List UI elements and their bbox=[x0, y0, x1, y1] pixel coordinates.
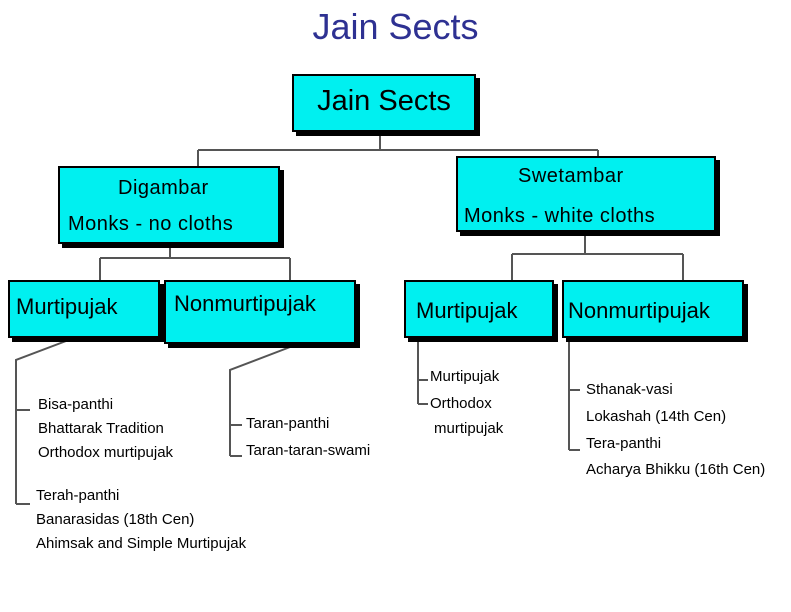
sect-swetambar-murtipujak: Murtipujak Orthodox murtipujak bbox=[430, 363, 503, 442]
sect-taran-panthi: Taran-panthi Taran-taran-swami bbox=[246, 410, 370, 464]
sect-terah-panthi: Terah-panthi Banarasidas (18th Cen) Ahim… bbox=[36, 482, 246, 557]
digambar-murtipujak-node: Murtipujak bbox=[8, 280, 160, 338]
sect-line: murtipujak bbox=[434, 420, 504, 437]
sect-line: Sthanak-vasi bbox=[586, 381, 673, 398]
sect-line: Banarasidas (18th Cen) bbox=[36, 511, 195, 528]
root-node: Jain Sects bbox=[292, 74, 476, 132]
digambar-nonmurtipujak-label: Nonmurtipujak bbox=[174, 291, 316, 316]
sect-tera-panthi: Tera-panthi Acharya Bhikku (16th Cen) bbox=[586, 430, 765, 483]
sect-bisa-panthi: Bisa-panthi Bhattarak Tradition Orthodox… bbox=[38, 391, 173, 466]
sect-line: Orthodox murtipujak bbox=[38, 444, 174, 461]
digambar-node: Digambar Monks - no cloths bbox=[58, 166, 280, 244]
sect-line: Lokashah (14th Cen) bbox=[586, 408, 727, 425]
digambar-name: Digambar bbox=[118, 177, 209, 199]
sect-line: Taran-taran-swami bbox=[246, 442, 371, 459]
swetambar-desc: Monks - white cloths bbox=[464, 205, 656, 227]
sect-line: Bhattarak Tradition bbox=[38, 420, 164, 437]
sect-line: Bisa-panthi bbox=[38, 396, 114, 413]
sect-line: Tera-panthi bbox=[586, 435, 662, 452]
swetambar-name: Swetambar bbox=[518, 165, 624, 187]
root-label: Jain Sects bbox=[317, 85, 451, 117]
sect-sthanak-vasi: Sthanak-vasi Lokashah (14th Cen) bbox=[586, 376, 726, 430]
swetambar-nonmurtipujak-node: Nonmurtipujak bbox=[562, 280, 744, 338]
digambar-nonmurtipujak-node: Nonmurtipujak bbox=[164, 280, 356, 344]
swetambar-murtipujak-label: Murtipujak bbox=[416, 298, 518, 323]
sect-line: Terah-panthi bbox=[36, 487, 120, 504]
sect-line: Acharya Bhikku (16th Cen) bbox=[586, 461, 766, 478]
swetambar-nonmurtipujak-label: Nonmurtipujak bbox=[568, 298, 710, 323]
swetambar-murtipujak-node: Murtipujak bbox=[404, 280, 554, 338]
page-title: Jain Sects bbox=[312, 6, 479, 47]
digambar-murtipujak-label: Murtipujak bbox=[16, 294, 118, 319]
digambar-desc: Monks - no cloths bbox=[68, 213, 234, 235]
sect-line: Ahimsak and Simple Murtipujak bbox=[36, 535, 247, 552]
sect-line: Murtipujak bbox=[430, 368, 500, 385]
sect-line: Taran-panthi bbox=[246, 415, 330, 432]
swetambar-node: Swetambar Monks - white cloths bbox=[456, 156, 716, 232]
sect-line: Orthodox bbox=[430, 395, 492, 412]
